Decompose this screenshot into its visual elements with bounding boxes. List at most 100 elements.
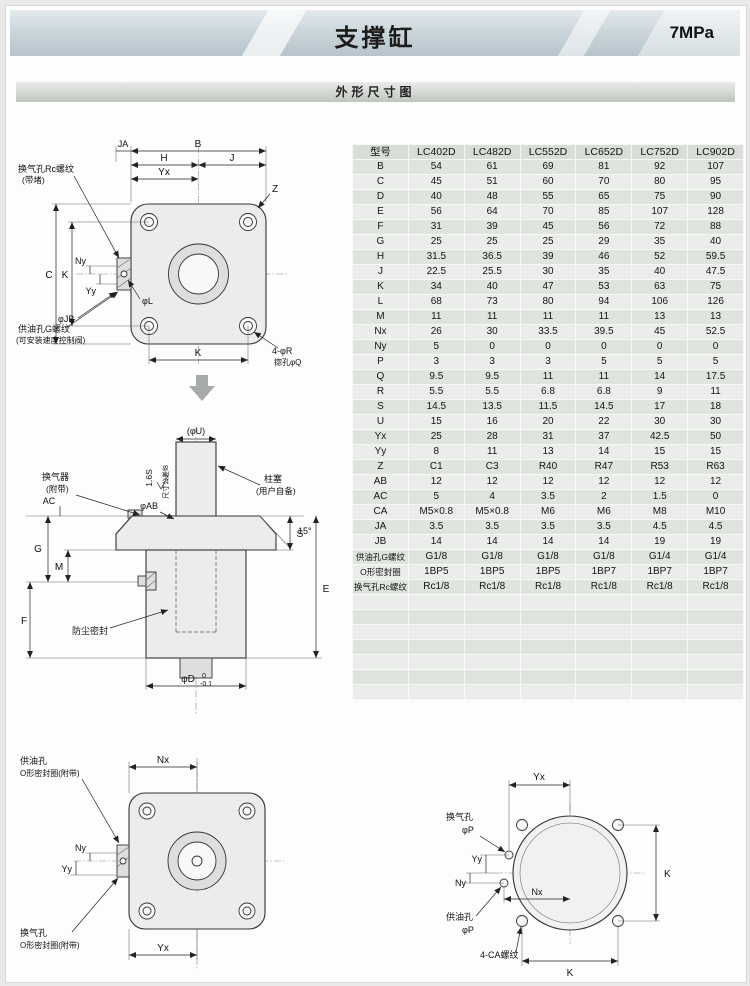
table-header-model: 型号 — [353, 145, 408, 159]
table-cell: 90 — [688, 190, 743, 204]
table-cell: Rc1/8 — [408, 580, 464, 594]
table-row — [353, 595, 743, 609]
empty-cell — [353, 685, 408, 699]
table-cell: 18 — [688, 400, 743, 414]
table-cell: 29 — [576, 235, 632, 249]
empty-cell — [353, 670, 408, 684]
table-cell: 11 — [520, 370, 576, 384]
row-label: Yx — [353, 430, 408, 444]
oil-callout-line2: (可安装速度控制阀) — [16, 335, 86, 345]
empty-cell — [632, 625, 688, 639]
empty-cell — [632, 640, 688, 654]
dim-label-z: Z — [272, 184, 278, 195]
table-cell: 85 — [576, 205, 632, 219]
plunger-callout-line1: 柱塞 — [264, 473, 282, 484]
empty-cell — [520, 595, 576, 609]
empty-cell — [408, 595, 464, 609]
section-title-bar: 外形尺寸图 — [16, 82, 735, 102]
table-cell: 0 — [688, 490, 743, 504]
table-row — [353, 655, 743, 669]
empty-cell — [632, 610, 688, 624]
dim-label-d-tol-upper: 0 — [202, 673, 206, 680]
table-cell: 42.5 — [632, 430, 688, 444]
table-cell: 13.5 — [464, 400, 520, 414]
table-cell: 31.5 — [408, 250, 464, 264]
table-cell: 33.5 — [520, 325, 576, 339]
table-cell: 11 — [464, 310, 520, 324]
page-title: 支撑缸 — [334, 25, 416, 52]
table-header-col: LC482D — [464, 145, 520, 159]
labels: Yx 换气孔 φP Yy Ny Nx 供油孔 φP 4-CA螺纹 K K — [446, 772, 671, 979]
cylinder-flange-body — [116, 203, 267, 345]
dim-label-k-bottom: K — [195, 348, 202, 359]
dim-label-k-bottom: K — [567, 968, 574, 979]
table-cell: 19 — [632, 535, 688, 549]
table-cell: 17.5 — [688, 370, 743, 384]
dim-label-l: φL — [142, 296, 153, 306]
table-cell: 14 — [632, 370, 688, 384]
table-cell: 14 — [464, 535, 520, 549]
dim-label-u: (φU) — [187, 426, 205, 436]
table-cell: 55 — [520, 190, 576, 204]
table-cell: 0 — [520, 340, 576, 354]
table-cell: 3 — [520, 355, 576, 369]
table-cell: 5 — [576, 355, 632, 369]
table-cell: 4 — [464, 490, 520, 504]
row-label: JB — [353, 535, 408, 549]
empty-cell — [520, 685, 576, 699]
row-label: AC — [353, 490, 408, 504]
table-cell: 81 — [576, 160, 632, 174]
table-cell: 0 — [464, 340, 520, 354]
table-cell: G1/8 — [408, 550, 464, 564]
table-cell: 4.5 — [688, 520, 743, 534]
table-cell: 126 — [688, 295, 743, 309]
oil-callout-line2: φP — [462, 925, 474, 935]
flange — [115, 515, 277, 551]
roughness-label: 1.6S — [144, 469, 154, 487]
table-cell: 39 — [464, 220, 520, 234]
table-cell: C1 — [408, 460, 464, 474]
dim-label-f: F — [21, 616, 27, 627]
table-cell: 70 — [576, 175, 632, 189]
table-cell: 5.5 — [464, 385, 520, 399]
row-label: AB — [353, 475, 408, 489]
vent-callout-line1: 换气孔 — [446, 811, 473, 822]
table-cell: M10 — [688, 505, 743, 519]
row-label: B — [353, 160, 408, 174]
vent-callout-line2: φP — [462, 825, 474, 835]
table-cell: 15 — [408, 415, 464, 429]
table-cell: 56 — [408, 205, 464, 219]
row-label: F — [353, 220, 408, 234]
row-label: JA — [353, 520, 408, 534]
table-cell: G1/8 — [464, 550, 520, 564]
table-cell: 12 — [520, 475, 576, 489]
dim-label-k-left: K — [62, 270, 69, 281]
table-cell: 56 — [576, 220, 632, 234]
table-cell: 106 — [632, 295, 688, 309]
plunger — [175, 441, 217, 519]
table-cell: 45 — [632, 325, 688, 339]
empty-cell — [520, 655, 576, 669]
catalog-page: 支撑缸 7MPa 外形尺寸图 — [5, 5, 747, 983]
mounting-layout-drawing: Yx 换气孔 φP Yy Ny Nx 供油孔 φP 4-CA螺纹 K K — [446, 772, 671, 979]
oil-callout-line1: 供油孔G螺纹 — [18, 323, 70, 334]
table-cell: 15 — [632, 445, 688, 459]
row-label: M — [353, 310, 408, 324]
table-cell: 1BP7 — [576, 565, 632, 579]
empty-cell — [464, 685, 520, 699]
empty-cell — [576, 595, 632, 609]
empty-cell — [408, 625, 464, 639]
table-cell: 8 — [408, 445, 464, 459]
table-cell: 80 — [520, 295, 576, 309]
table-cell: 1BP7 — [632, 565, 688, 579]
empty-cell — [353, 655, 408, 669]
row-label: R — [353, 385, 408, 399]
table-cell: 12 — [464, 475, 520, 489]
dim-label-s: S — [297, 529, 304, 540]
row-label: Z — [353, 460, 408, 474]
port-plug — [137, 575, 147, 587]
